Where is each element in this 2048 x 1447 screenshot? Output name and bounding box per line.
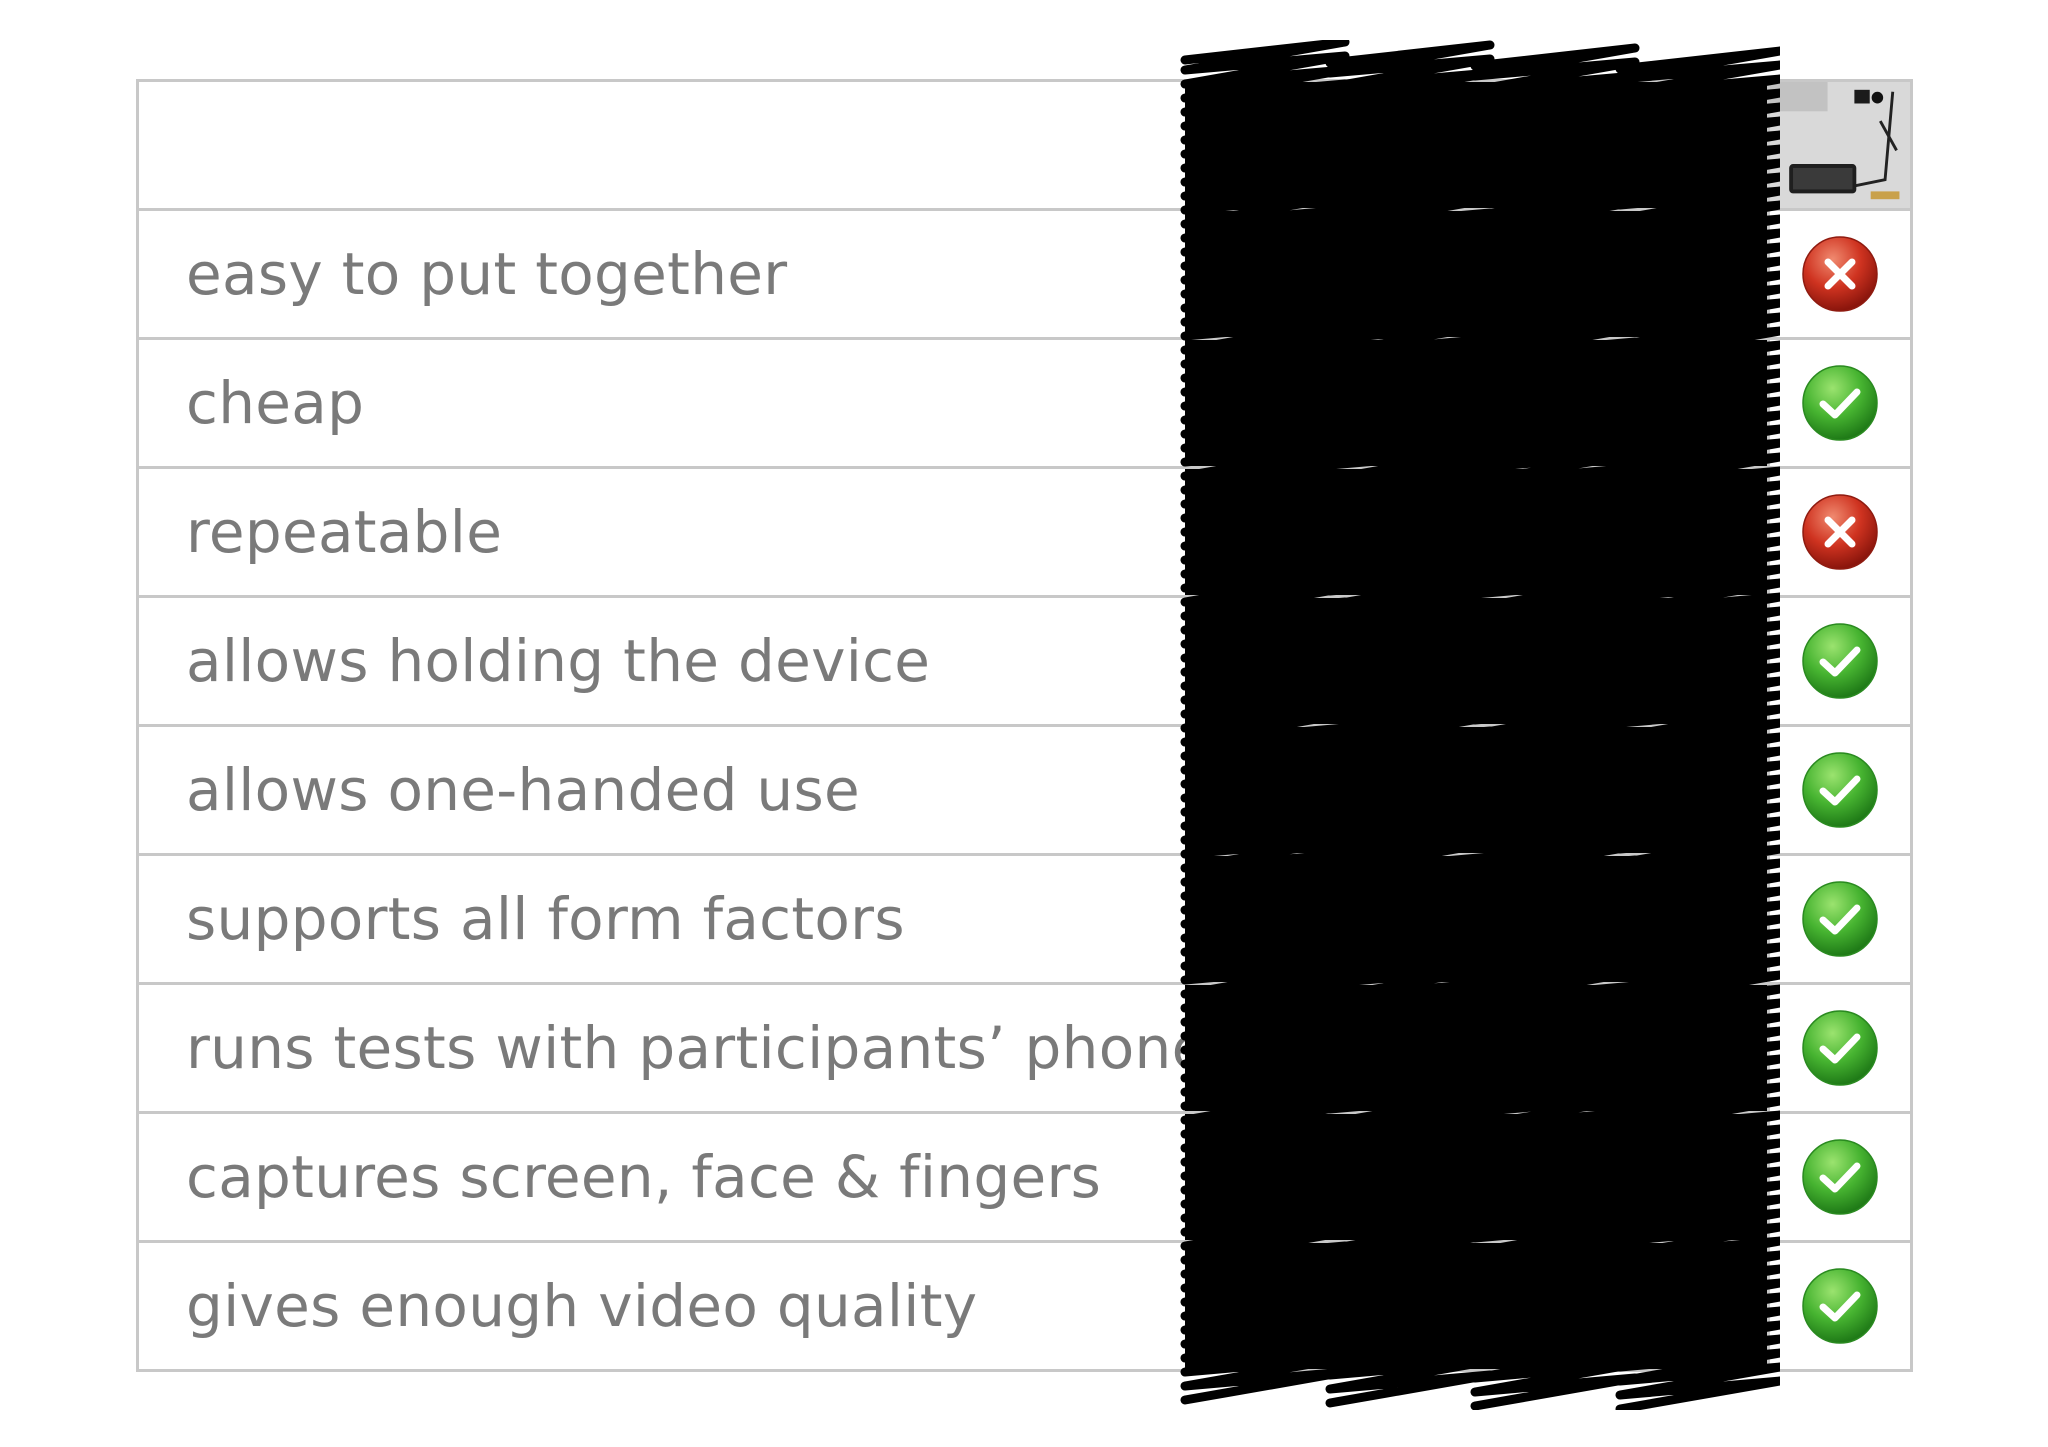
label-cell: supports all form factors xyxy=(136,856,1185,982)
label-cell: allows holding the device xyxy=(136,598,1185,724)
redacted-cell xyxy=(1185,1243,1767,1369)
label-cell: easy to put together xyxy=(136,211,1185,337)
redacted-cell xyxy=(1185,985,1767,1111)
row-label: runs tests with participants’ phones xyxy=(186,1014,1239,1082)
row-label: gives enough video quality xyxy=(186,1272,978,1340)
status-cell xyxy=(1767,727,1913,853)
row-label: supports all form factors xyxy=(186,885,905,953)
status-cell xyxy=(1767,211,1913,337)
label-cell: captures screen, face & fingers xyxy=(136,1114,1185,1240)
redacted-cell xyxy=(1185,82,1767,208)
redacted-cell xyxy=(1185,727,1767,853)
green-check-icon xyxy=(1801,1138,1879,1216)
label-cell: runs tests with participants’ phones xyxy=(136,985,1238,1111)
status-cell xyxy=(1767,469,1913,595)
green-check-icon xyxy=(1801,880,1879,958)
red-cross-icon xyxy=(1801,235,1879,313)
row-label: repeatable xyxy=(186,498,503,566)
table-row: gives enough video quality xyxy=(136,1240,1913,1372)
status-cell xyxy=(1767,340,1913,466)
label-cell: gives enough video quality xyxy=(136,1243,1185,1369)
row-label: captures screen, face & fingers xyxy=(186,1143,1102,1211)
table-row: repeatable xyxy=(136,466,1913,595)
status-cell xyxy=(1767,82,1913,208)
green-check-icon xyxy=(1801,364,1879,442)
header-row xyxy=(136,79,1913,208)
green-check-icon xyxy=(1801,1009,1879,1087)
green-check-icon xyxy=(1801,622,1879,700)
redacted-cell xyxy=(1185,1114,1767,1240)
green-check-icon xyxy=(1801,1267,1879,1345)
table-row: runs tests with participants’ phones xyxy=(136,982,1913,1111)
redacted-cell xyxy=(1185,856,1767,982)
label-cell: cheap xyxy=(136,340,1185,466)
label-cell: repeatable xyxy=(136,469,1185,595)
status-cell xyxy=(1767,856,1913,982)
redacted-cell xyxy=(1185,211,1767,337)
redacted-cell xyxy=(1185,469,1767,595)
row-label: allows holding the device xyxy=(186,627,931,695)
status-cell xyxy=(1767,985,1913,1111)
status-cell xyxy=(1767,598,1913,724)
comparison-table: easy to put together cheap repeatable allow… xyxy=(136,79,1913,1372)
table-row: easy to put together xyxy=(136,208,1913,337)
row-label: allows one-handed use xyxy=(186,756,860,824)
green-check-icon xyxy=(1801,751,1879,829)
table-row: allows one-handed use xyxy=(136,724,1913,853)
red-cross-icon xyxy=(1801,493,1879,571)
status-cell xyxy=(1767,1114,1913,1240)
table-row: captures screen, face & fingers xyxy=(136,1111,1913,1240)
device-photo xyxy=(1770,82,1910,208)
redacted-cell xyxy=(1185,340,1767,466)
table-row: allows holding the device xyxy=(136,595,1913,724)
status-cell xyxy=(1767,1243,1913,1369)
row-label: easy to put together xyxy=(186,240,788,308)
table-row: cheap xyxy=(136,337,1913,466)
row-label: cheap xyxy=(186,369,365,437)
label-cell: allows one-handed use xyxy=(136,727,1185,853)
redacted-cell xyxy=(1185,598,1767,724)
table-row: supports all form factors xyxy=(136,853,1913,982)
label-cell xyxy=(136,82,1185,208)
